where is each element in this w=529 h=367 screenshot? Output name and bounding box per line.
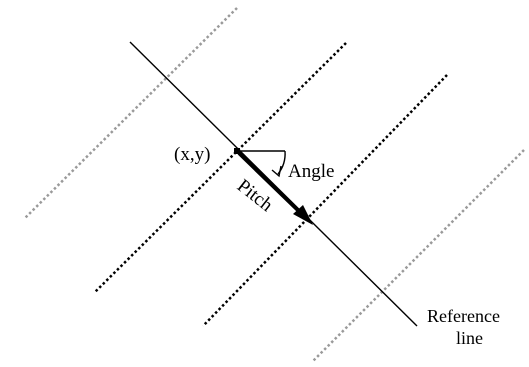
point-marker: [234, 148, 240, 154]
outer-dotted-line-right: [311, 149, 525, 363]
reference-line-label-line1: Reference: [427, 306, 500, 326]
inner-dotted-line-lower: [202, 74, 448, 327]
pitch-vector: [237, 151, 306, 218]
angle-arc: [277, 150, 286, 175]
inner-dotted-line-upper: [94, 42, 347, 293]
angle-label: Angle: [288, 161, 334, 182]
pitch-arrowhead: [293, 205, 313, 225]
outer-dotted-line-left: [23, 7, 238, 220]
angle-arrowhead: [271, 165, 282, 178]
reference-line-label-line2: line: [456, 328, 483, 348]
point-label: (x,y): [174, 144, 210, 165]
